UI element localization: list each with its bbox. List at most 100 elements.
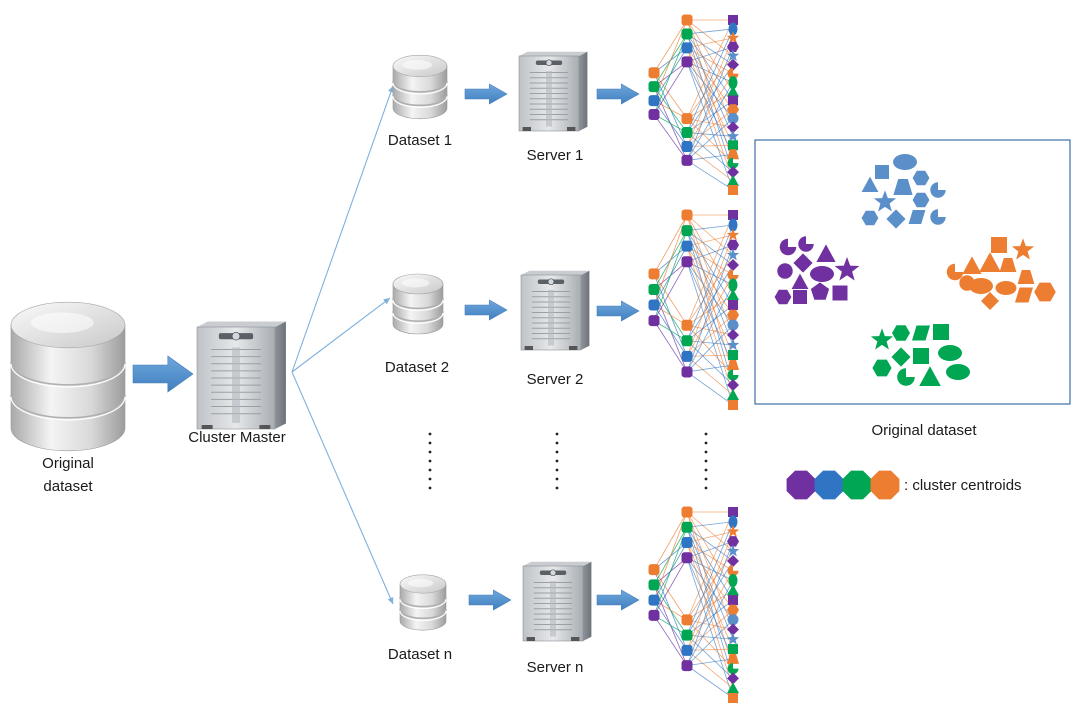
cluster-centroid-icon [681, 350, 693, 362]
connection-line [686, 521, 734, 528]
cluster-centroid-icon [681, 140, 693, 152]
connection-line [686, 261, 734, 286]
arrowhead-icon [383, 298, 390, 305]
data-point-shape-icon [726, 544, 740, 557]
data-point-shape-icon [1034, 282, 1056, 302]
data-point-shape-icon [912, 325, 930, 341]
connection-line [686, 340, 734, 386]
right-arrow-icon [132, 355, 194, 393]
cluster-centroid-icon [681, 113, 693, 125]
right-arrow-icon [468, 589, 512, 611]
connection-line [686, 244, 734, 263]
connection-line [686, 230, 734, 346]
data-point-shape-icon [995, 281, 1017, 295]
connection-line [686, 658, 734, 667]
cluster-centroid-icon [648, 268, 660, 280]
databases [10, 54, 448, 631]
connection-line [686, 304, 734, 342]
ellipsis-dot [555, 477, 559, 481]
data-point-shape-icon [816, 244, 836, 262]
data-point-shape-icon [727, 389, 739, 400]
cluster-centroid-icon [648, 609, 660, 621]
data-point-shape-icon [930, 209, 946, 225]
ellipsis-dot [555, 486, 559, 490]
connection-line [686, 146, 734, 182]
connection-line [686, 245, 734, 316]
connection-line [686, 324, 734, 376]
data-point-shape-icon [727, 149, 739, 160]
data-point-shape-icon [981, 292, 999, 310]
data-point-shape-icon [791, 273, 809, 289]
data-point-shape-icon [969, 278, 993, 294]
connection-line [653, 114, 688, 161]
connection-line [686, 619, 734, 666]
connection-line [686, 153, 734, 161]
right-arrow-icon [464, 83, 508, 105]
data-point-shape-icon [728, 515, 738, 529]
connection-line [686, 230, 734, 266]
data-point-shape-icon [727, 157, 739, 169]
centroid-legend [786, 470, 900, 500]
data-point-shape-icon [727, 68, 739, 80]
right-arrow-icon [596, 83, 640, 105]
connection-line [686, 542, 734, 572]
connection-line [686, 557, 734, 581]
connection-line [686, 264, 734, 341]
ellipsis-dot [428, 441, 432, 445]
ellipsis-dot [555, 450, 559, 454]
connection-line [686, 230, 734, 306]
connection-line [686, 64, 734, 133]
data-point-shape-icon [873, 190, 897, 212]
data-point-shape-icon [728, 95, 738, 106]
connection-line [653, 615, 688, 666]
cluster-centroid-icon [681, 240, 693, 252]
dataset-1-database-icon [392, 54, 448, 120]
data-point-shape-icon [728, 22, 738, 36]
data-point-shape-icon [727, 259, 739, 271]
cluster-master-server-icon [196, 321, 286, 430]
data-point-shape-icon [727, 653, 739, 664]
connection-line [686, 541, 734, 666]
data-point-shape-icon [726, 31, 740, 44]
data-point-shape-icon [727, 104, 739, 115]
connection-line [686, 261, 734, 366]
data-point-shape-icon [779, 238, 797, 256]
data-point-shape-icon [1017, 270, 1035, 284]
connection-line [686, 609, 734, 651]
connection-line [686, 118, 734, 164]
connection-line [686, 244, 734, 373]
cluster-centroid-icon [648, 579, 660, 591]
cluster-centroid-icon [814, 470, 844, 500]
connection-line [686, 284, 734, 373]
connection-line [686, 324, 734, 373]
dataset-n-database-icon [399, 574, 447, 631]
connection-line [686, 246, 734, 356]
connection-line [686, 19, 734, 128]
connection-line [653, 557, 688, 616]
data-point-shape-icon [727, 565, 739, 577]
connection-line [686, 371, 734, 406]
connection-line [653, 261, 688, 321]
data-point-shape-icon [861, 210, 879, 226]
data-point-shape-icon [727, 672, 739, 685]
connection-line [686, 521, 734, 636]
cluster-centroid-icon [681, 521, 693, 533]
data-point-shape-icon [938, 345, 962, 361]
connection-line [686, 274, 734, 357]
flow-arrows [132, 83, 640, 611]
cluster-centroid-icon [681, 614, 693, 626]
data-point-shape-icon [727, 554, 739, 567]
data-point-shape-icon [912, 170, 930, 186]
connection-line [686, 61, 734, 119]
cluster-centroid-icon [681, 629, 693, 641]
cluster-centroid-icon [681, 127, 693, 139]
data-point-shape-icon [727, 175, 739, 187]
connection-line [686, 314, 734, 357]
data-point-shape-icon [810, 282, 830, 300]
data-point-shape-icon [913, 348, 929, 364]
right-arrow-icon [464, 299, 508, 321]
connection-line [686, 354, 734, 357]
legend-label: : cluster centroids [904, 477, 1022, 494]
data-point-shape-icon [728, 644, 738, 655]
data-point-shape-icon [999, 258, 1017, 272]
